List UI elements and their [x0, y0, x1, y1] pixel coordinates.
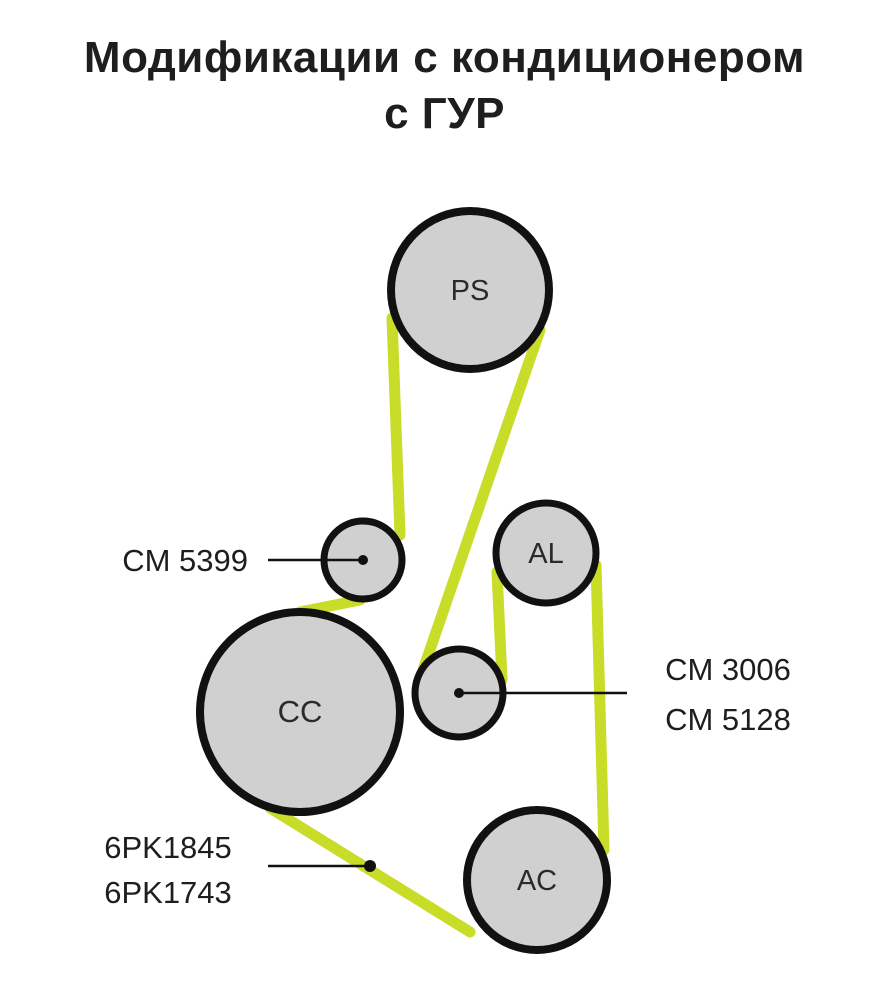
callout-cm3006: CM 3006 [665, 652, 791, 687]
callout-6pk1743: 6PK1743 [104, 875, 232, 910]
pulley-ac-label: AC [517, 865, 557, 897]
pulley-ps: PS [387, 207, 553, 373]
belt-segment-ps-tensioner [417, 324, 546, 676]
page-title: Модификации с кондиционером с ГУР [0, 30, 889, 142]
pulley-cc-label: CC [278, 694, 323, 729]
pulley-al: AL [492, 499, 600, 607]
belt-segment-ps-idler [386, 312, 406, 541]
pulley-al-label: AL [528, 538, 563, 570]
callout-6pk1845: 6PK1845 [104, 830, 232, 865]
pulley-ps-label: PS [451, 275, 490, 307]
callout-cm5399: CM 5399 [122, 543, 248, 578]
pulley-ac: AC [463, 806, 611, 954]
leader-lines [268, 558, 627, 868]
belt-marker-dot [364, 860, 376, 872]
belt-segment-al-tensioner [491, 566, 508, 686]
belt-segment-al-ac [590, 559, 610, 856]
pulley-cc: CC [196, 608, 404, 816]
title-line-2: с ГУР [384, 89, 505, 138]
callout-cm5128: CM 5128 [665, 702, 791, 737]
title-line-1: Модификации с кондиционером [83, 33, 806, 82]
